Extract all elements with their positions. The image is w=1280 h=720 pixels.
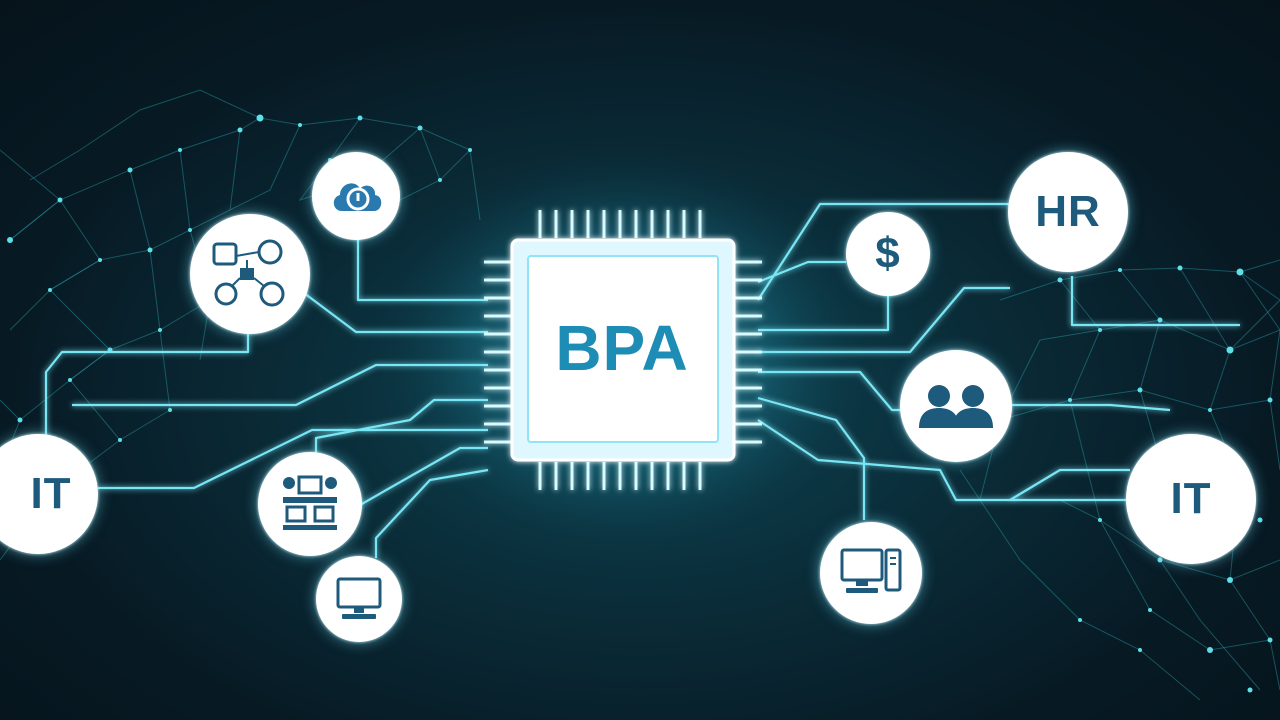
mesh-left [0,89,481,561]
circuit-traces [44,202,1240,558]
chip-core [527,255,719,443]
chip-label: BPA [555,312,689,384]
users-icon [917,382,995,430]
hr-node-label: HR [1035,187,1101,236]
it-node-left-label: IT [30,469,72,518]
workflow-node[interactable] [190,214,310,334]
desktop-computer-icon [840,546,902,600]
hr-node[interactable]: HR [1008,152,1128,272]
computer-node[interactable] [316,556,402,642]
workstation-team-node[interactable] [258,452,362,556]
computer-icon [334,577,384,621]
finance-node[interactable]: $ [846,212,930,296]
cloud-sync-node[interactable] [312,152,400,240]
it-node-right-label: IT [1170,474,1212,523]
it-node-right[interactable]: IT [1126,434,1256,564]
cloud-sync-icon [328,171,384,221]
it-node-left[interactable]: IT [0,434,98,554]
chip-pins [484,210,762,490]
dollar-icon: $ [875,229,901,278]
desktop-computer-node[interactable] [820,522,922,624]
users-node[interactable] [900,350,1012,462]
workstation-team-icon [277,473,343,535]
workflow-icon [210,238,290,310]
